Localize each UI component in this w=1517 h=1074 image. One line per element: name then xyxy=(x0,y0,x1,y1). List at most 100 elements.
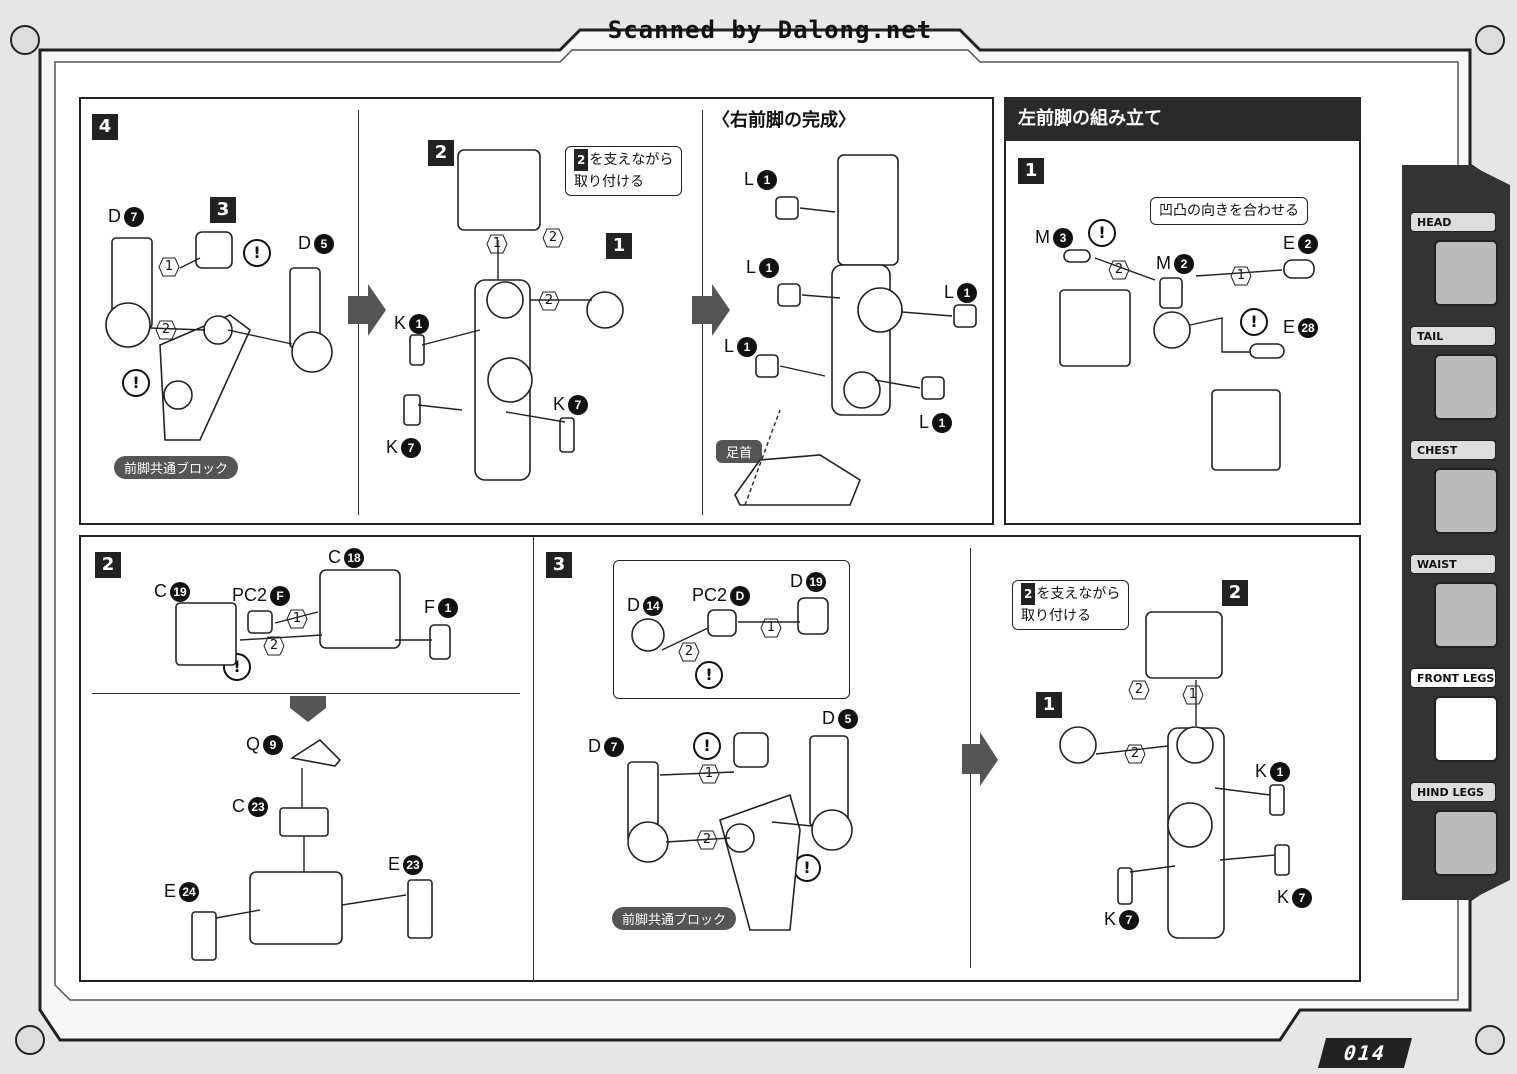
sequence-marker: 2 xyxy=(542,228,564,248)
divider xyxy=(702,110,703,515)
sequence-marker: 2 xyxy=(678,642,700,662)
caution-icon: ! xyxy=(695,661,723,689)
step-number: 2 xyxy=(428,140,454,166)
tab-label: HIND LEGS xyxy=(1410,782,1496,802)
caution-icon: ! xyxy=(243,239,271,267)
step-number: 4 xyxy=(92,114,118,140)
tail-icon xyxy=(1434,354,1498,420)
sequence-marker: 2 xyxy=(155,320,177,340)
sequence-marker: 2 xyxy=(263,636,285,656)
sequence-marker: 1 xyxy=(760,618,782,638)
sequence-marker: 2 xyxy=(1124,744,1146,764)
caution-icon: ! xyxy=(1240,308,1268,336)
step-number: 3 xyxy=(546,552,572,578)
front-leg-block-badge: 前脚共通ブロック xyxy=(612,907,737,930)
ankle-badge: 足首 xyxy=(716,440,763,463)
waist-icon xyxy=(1434,582,1498,648)
align-note: 凹凸の向きを合わせる xyxy=(1150,197,1308,225)
tab-label: CHEST xyxy=(1410,440,1496,460)
sequence-marker: 2 xyxy=(538,291,560,311)
sequence-marker: 2 xyxy=(1108,260,1130,280)
step-number: 1 xyxy=(606,233,632,259)
tab-waist[interactable]: WAIST xyxy=(1406,554,1502,658)
sequence-marker: 2 xyxy=(696,830,718,850)
caution-icon: ! xyxy=(1082,300,1110,328)
left-leg-assembly-header: 左前脚の組み立て xyxy=(1004,97,1361,141)
tab-tail[interactable]: TAIL xyxy=(1406,326,1502,430)
caution-icon: ! xyxy=(223,653,251,681)
step-number: 2 xyxy=(95,552,121,578)
caution-icon: ! xyxy=(793,854,821,882)
sequence-marker: 1 xyxy=(1230,266,1252,286)
step-number: 1 xyxy=(1036,692,1062,718)
tab-front-legs[interactable]: FRONT LEGS xyxy=(1406,668,1502,772)
tab-label: WAIST xyxy=(1410,554,1496,574)
step-number: 3 xyxy=(210,197,236,223)
tab-hind-legs[interactable]: HIND LEGS xyxy=(1406,782,1502,886)
scan-credit: Scanned by Dalong.net xyxy=(607,16,933,44)
caution-icon: ! xyxy=(122,369,150,397)
chest-icon xyxy=(1434,468,1498,534)
sequence-marker: 1 xyxy=(286,609,308,629)
page-number: 014 xyxy=(1317,1038,1413,1068)
front-legs-icon xyxy=(1434,696,1498,762)
tab-chest[interactable]: CHEST xyxy=(1406,440,1502,544)
step-number: 1 xyxy=(1018,158,1044,184)
hind-legs-icon xyxy=(1434,810,1498,876)
tab-label: HEAD xyxy=(1410,212,1496,232)
divider xyxy=(92,693,520,694)
sequence-marker: 1 xyxy=(158,257,180,277)
tab-label: FRONT LEGS xyxy=(1410,668,1496,688)
caution-icon: ! xyxy=(1088,219,1116,247)
right-leg-complete-title: 〈右前脚の完成〉 xyxy=(712,110,856,131)
caution-icon: ! xyxy=(1231,402,1259,430)
sequence-marker: 1 xyxy=(1182,685,1204,705)
caution-icon: ! xyxy=(693,732,721,760)
tab-head[interactable]: HEAD xyxy=(1406,212,1502,316)
front-leg-block-badge: 前脚共通ブロック xyxy=(114,456,239,479)
sequence-marker: 2 xyxy=(1128,680,1150,700)
divider xyxy=(358,110,359,515)
head-icon xyxy=(1434,240,1498,306)
divider xyxy=(533,537,534,981)
tab-label: TAIL xyxy=(1410,326,1496,346)
sequence-marker: 1 xyxy=(486,234,508,254)
left-leg-panel xyxy=(1004,97,1361,525)
divider xyxy=(970,548,971,968)
step-number: 2 xyxy=(1222,580,1248,606)
sequence-marker: 1 xyxy=(698,764,720,784)
